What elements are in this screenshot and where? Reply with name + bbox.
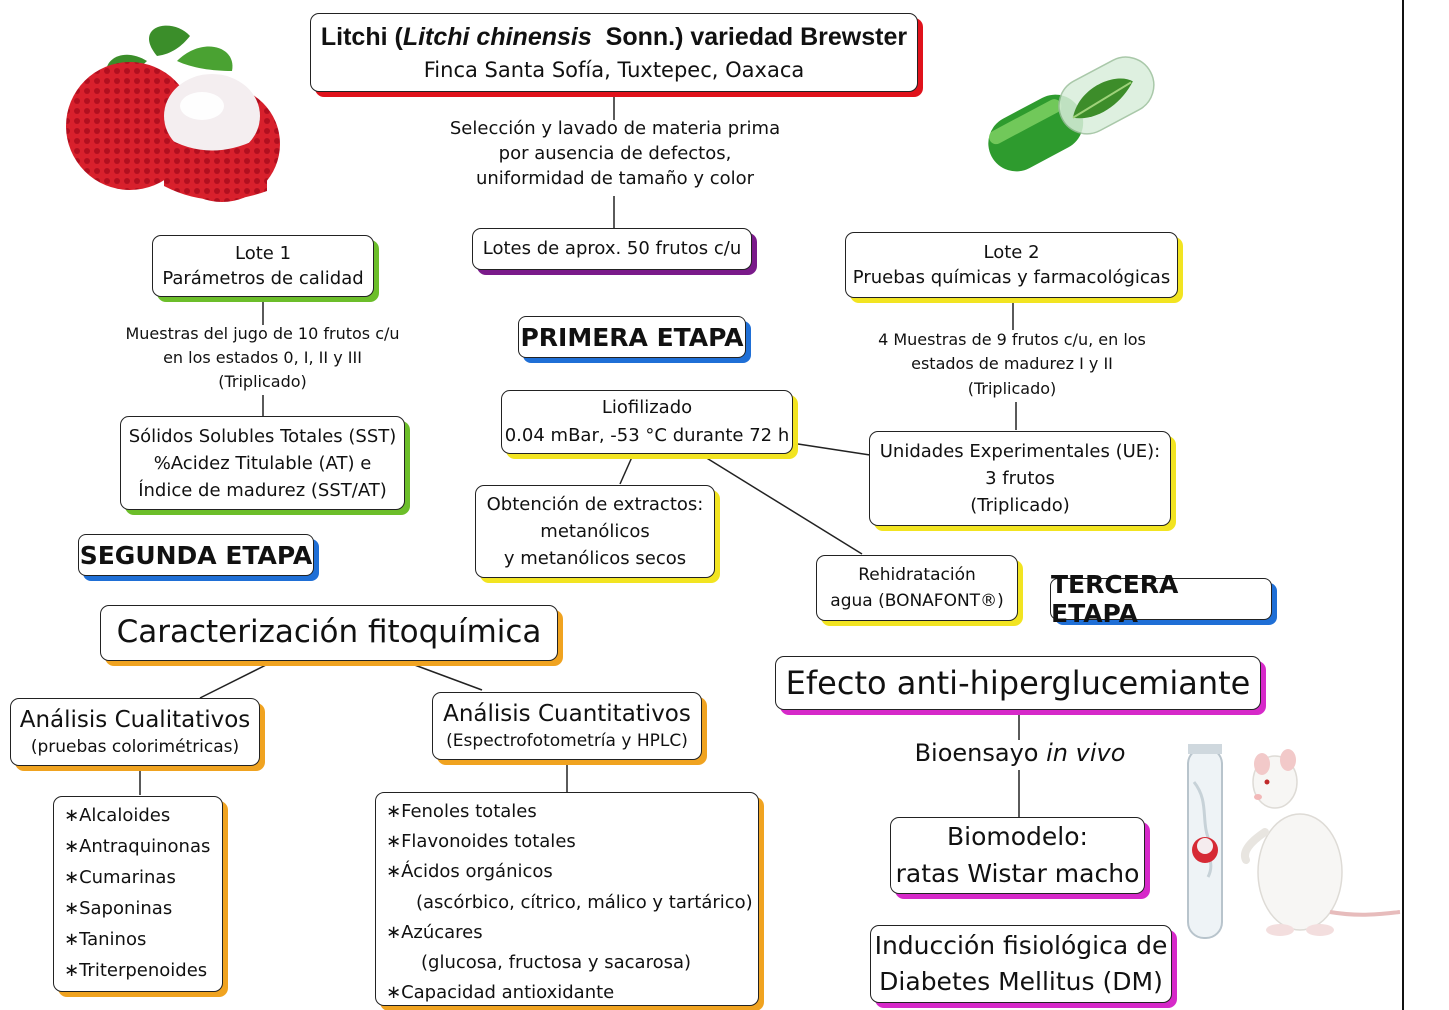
muestras-jugo-text: Muestras del jugo de 10 frutos c/u en lo… bbox=[125, 324, 400, 391]
caracterizacion-box: Caracterización fitoquímica bbox=[100, 605, 558, 661]
tercera-etapa-label: TERCERA ETAPA bbox=[1050, 570, 1272, 628]
seleccion-text: Selección y lavado de materia prima por … bbox=[449, 118, 781, 189]
cuantitativos-box: Análisis Cuantitativos (Espectrofotometr… bbox=[432, 692, 702, 760]
ue-box: Unidades Experimentales (UE): 3 frutos (… bbox=[869, 431, 1171, 526]
title-line2: Finca Santa Sofía, Tuxtepec, Oaxaca bbox=[423, 58, 805, 83]
rat-and-test-tube-icon bbox=[1187, 744, 1401, 939]
herbal-capsule-icon bbox=[988, 56, 1155, 172]
list-item: ∗Antraquinonas bbox=[64, 835, 211, 857]
list-item: (ascórbico, cítrico, málico y tartárico) bbox=[416, 891, 753, 913]
list-item: ∗Saponinas bbox=[64, 897, 173, 919]
title-line1: Litchi (Litchi chinensis Sonn.) variedad… bbox=[320, 23, 908, 52]
list-item: ∗Flavonoides totales bbox=[386, 831, 576, 853]
list-item: ∗Alcaloides bbox=[64, 805, 171, 826]
list-item: ∗Triterpenoides bbox=[64, 959, 208, 981]
cualitativos-box: Análisis Cualitativos (pruebas colorimét… bbox=[10, 698, 260, 766]
rehidratacion-box: Rehidratación agua (BONAFONT®) bbox=[816, 555, 1018, 621]
list-item: ∗Azúcares bbox=[386, 921, 483, 943]
list-item: ∗Capacidad antioxidante bbox=[386, 982, 615, 1004]
list-item: ∗Cumarinas bbox=[64, 866, 176, 888]
lote2-box: Lote 2 Pruebas químicas y farmacológicas bbox=[845, 232, 1178, 298]
primera-etapa-label: PRIMERA ETAPA bbox=[518, 316, 746, 358]
liofilizado-box: Liofilizado 0.04 mBar, -53 °C durante 72… bbox=[501, 390, 793, 454]
lote1-box: Lote 1 Parámetros de calidad bbox=[152, 235, 374, 297]
lychee-fruit-icon bbox=[66, 25, 280, 202]
list-item: ∗Taninos bbox=[64, 928, 147, 950]
lista-cuantitativa: ∗Fenoles totales ∗Flavonoides totales ∗Á… bbox=[375, 792, 759, 1006]
efecto-box: Efecto anti-hiperglucemiante bbox=[775, 656, 1261, 710]
lista-cualitativa: ∗Alcaloides ∗Antraquinonas ∗Cumarinas ∗S… bbox=[53, 796, 223, 992]
list-item: ∗Ácidos orgánicos bbox=[386, 861, 553, 883]
induccion-box: Inducción fisiológica de Diabetes Mellit… bbox=[870, 925, 1172, 1003]
segunda-etapa-label: SEGUNDA ETAPA bbox=[78, 534, 314, 576]
list-item: ∗Fenoles totales bbox=[386, 801, 537, 822]
list-item: (glucosa, fructosa y sacarosa) bbox=[421, 952, 692, 974]
biomodelo-box: Biomodelo: ratas Wistar macho bbox=[890, 817, 1145, 894]
sst-box: Sólidos Solubles Totales (SST) %Acidez T… bbox=[120, 416, 405, 510]
muestras-frutos-text: 4 Muestras de 9 frutos c/u, en los estad… bbox=[878, 330, 1146, 398]
title-box: Litchi (Litchi chinensis Sonn.) variedad… bbox=[310, 13, 918, 92]
lotes-box: Lotes de aprox. 50 frutos c/u bbox=[472, 228, 752, 270]
bioensayo-text: Bioensayo in vivo bbox=[914, 739, 1126, 767]
extractos-box: Obtención de extractos: metanólicos y me… bbox=[475, 485, 715, 578]
